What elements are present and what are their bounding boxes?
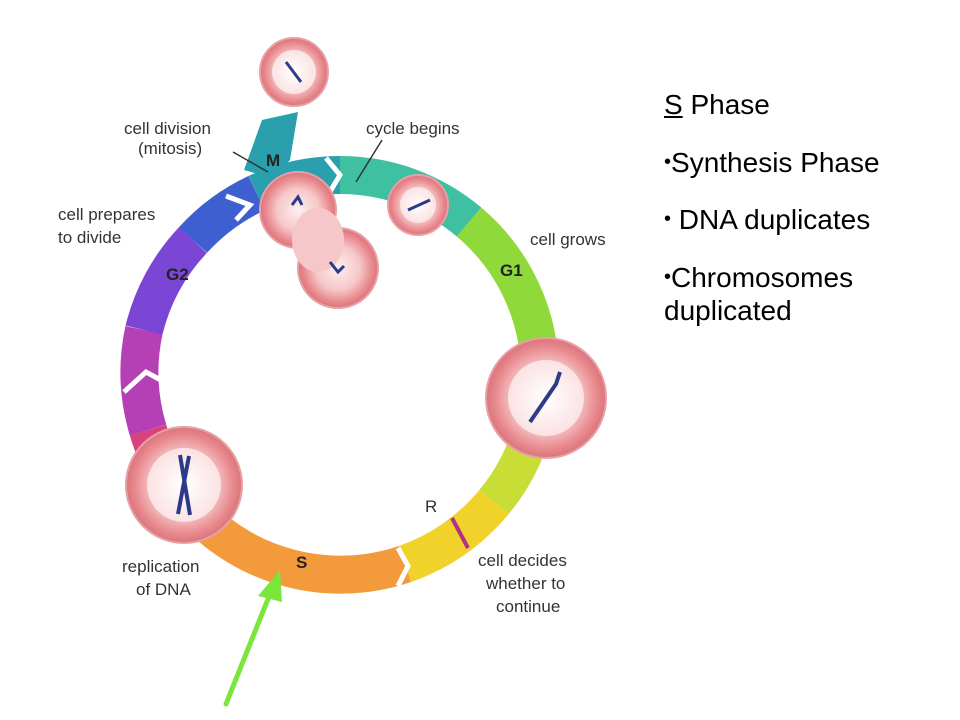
bullet-text: Chromosomes duplicated: [664, 261, 854, 327]
phase-notches: [122, 156, 411, 588]
restriction-point-marker: [450, 517, 470, 549]
mitosis-tab: [244, 112, 298, 178]
bullet-glyph: •: [664, 265, 672, 288]
green-pointer-arrow: [223, 570, 282, 707]
leader-lines: [232, 139, 383, 183]
label-decides-2: whether to: [485, 574, 565, 593]
cell-dividing: [259, 171, 379, 309]
bullet-item: •Synthesis Phase: [664, 146, 954, 180]
phase-m-label: M: [266, 151, 280, 170]
cell-g1-large: [485, 337, 607, 459]
label-replication-2: of DNA: [136, 580, 191, 599]
ring-g2-arc-b: [125, 226, 208, 335]
slide-title: S Phase: [664, 88, 954, 122]
bullet-item: • DNA duplicates: [664, 203, 954, 237]
label-replication-1: replication: [122, 557, 200, 576]
label-mitosis-2: (mitosis): [138, 139, 202, 158]
bullet-glyph: •: [664, 208, 672, 231]
phase-g1-label: G1: [500, 261, 523, 280]
label-prepares-1: cell prepares: [58, 205, 155, 224]
phase-s-label: S: [296, 553, 307, 572]
mitosis-leader: [232, 151, 269, 173]
notch-g2-s: [122, 368, 170, 394]
title-s-letter: S: [664, 89, 683, 120]
bullet-text: Synthesis Phase: [671, 146, 880, 178]
label-decides-1: cell decides: [478, 551, 567, 570]
ring-g2-arc-c: [178, 175, 265, 254]
notch-g2-m: [225, 193, 255, 222]
ring-checkpoint-arc: [398, 489, 509, 582]
cell-g1-small: [387, 174, 449, 236]
notch-s-checkpoint: [395, 546, 411, 588]
bullet-list: •Synthesis Phase • DNA duplicates •Chrom…: [664, 146, 954, 328]
cell-replicated: [125, 426, 243, 544]
label-prepares-2: to divide: [58, 228, 121, 247]
title-rest: Phase: [682, 89, 770, 120]
bullet-text: DNA duplicates: [671, 204, 871, 236]
bullet-glyph: •: [664, 150, 672, 173]
notch-m-g1: [324, 156, 344, 197]
phase-g2-label: G2: [166, 265, 189, 284]
cycle-begins-leader: [355, 139, 383, 183]
cell-top: [259, 37, 329, 107]
bullet-item: •Chromosomes duplicated: [664, 261, 954, 328]
label-cycle-begins: cycle begins: [366, 119, 460, 138]
label-decides-3: continue: [496, 597, 560, 616]
label-mitosis-1: cell division: [124, 119, 211, 138]
slide-text-panel: S Phase •Synthesis Phase • DNA duplicate…: [664, 88, 954, 352]
label-cell-grows: cell grows: [530, 230, 606, 249]
label-restriction: R: [425, 497, 437, 516]
